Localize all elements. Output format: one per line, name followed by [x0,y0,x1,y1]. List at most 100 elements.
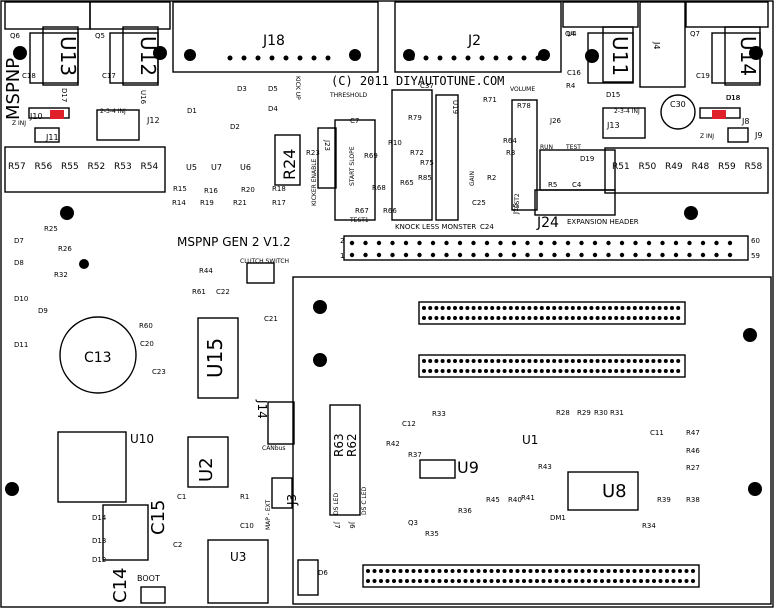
pin-dot [657,316,662,320]
connector-j12: J12 [147,116,160,125]
component-r68: R68 [372,184,386,192]
resistor-r55: R55 [61,162,79,172]
pin-dot [658,579,663,583]
pin-dot [511,252,517,258]
pin-dot [446,306,451,310]
pin-dot [385,579,390,583]
pin-dot [626,579,630,583]
pin-dot [645,579,650,583]
component-c1: C1 [177,493,187,501]
pin-dot [417,252,422,258]
pin-dot [470,569,474,573]
pin-dot [533,316,538,320]
component-r29: R29 [577,409,591,417]
pin-dot [574,569,578,573]
component-r15: R15 [173,185,187,193]
pin-dot [498,240,503,246]
component-c2: C2 [173,541,183,549]
pin-dot [601,369,606,373]
pin-dot [450,579,455,583]
pin-dot [657,359,662,363]
pin-dot [471,316,476,320]
pin-dot [632,316,637,320]
pin-dot [379,569,383,573]
component-dm1: DM1 [550,514,566,522]
component-r34: R34 [642,522,656,530]
pin-dot [372,569,377,573]
pin-dot [577,316,581,320]
pin-dot [577,369,581,373]
pin-dot [440,369,445,373]
pin-dot [366,579,370,583]
pin-dot [428,306,433,310]
pin-dot [546,306,550,310]
component-d6: D6 [318,569,328,577]
pin-dot [546,359,550,363]
component-d12: D12 [92,556,107,564]
pin-dot [527,306,532,310]
component-r31: R31 [610,409,624,417]
pin-dot [372,579,377,583]
pin-dot [558,316,563,320]
resistor-r51: R51 [612,162,630,172]
pin-dot [714,240,719,246]
chip-u15: U15 [203,337,227,378]
pin-dot [626,569,630,573]
pin-dot [670,306,674,310]
component-r43: R43 [538,463,552,471]
pin-dot [255,55,261,61]
boot-label: BOOT [137,574,160,583]
component-d3: D3 [237,85,247,93]
pin-dot [606,579,611,583]
pin-dot [561,579,565,583]
pin-dot [614,369,619,373]
pin-dot [515,569,520,573]
capacitor-c14: C14 [110,567,131,603]
component-r40: R40 [508,496,522,504]
pin-dot [484,240,490,246]
pin-dot [539,359,544,363]
pin-dot [484,316,488,320]
pin-dot [606,252,611,258]
component-r32: R32 [54,271,68,279]
pin-dot [392,579,396,583]
pin-dot [525,240,530,246]
pin-dot [527,359,532,363]
pin-dot [570,369,575,373]
pin-dot [489,569,494,573]
pin-dot [535,569,539,573]
component-d4: D4 [268,105,278,113]
pin-dot [457,579,461,583]
pin-dot [424,569,429,573]
component-r3: R3 [506,149,516,157]
resistor-r59: R59 [718,162,736,172]
pin-dot [663,316,668,320]
pin-dot [434,316,439,320]
pin-dot [600,579,604,583]
inj-label-d: Z INJ [700,133,715,140]
pin-dot [496,569,500,573]
component-d1: D1 [187,107,197,115]
pin-dot [431,579,435,583]
component-r85: R85 [418,174,432,182]
component-r64: R64 [503,137,517,145]
component-r35: R35 [425,530,439,538]
pin-dot [587,569,591,573]
pin-dot [493,55,499,61]
expansion-header-label: EXPANSION HEADER [567,218,639,226]
pin-dot [405,579,409,583]
pin-dot [657,306,662,310]
component-c22: C22 [216,288,230,296]
ds-led-label: DS LED [333,492,340,515]
chip-u2: U2 [196,457,217,482]
pin-dot [580,569,585,573]
pin-dot [325,55,331,61]
pin-dot [574,579,578,583]
component-r47: R47 [686,429,700,437]
resistor-r24: R24 [280,148,299,180]
component-d9: D9 [38,307,48,315]
pin-dot [619,252,625,258]
chip-u6: U6 [240,163,251,172]
pin-dot [548,579,552,583]
